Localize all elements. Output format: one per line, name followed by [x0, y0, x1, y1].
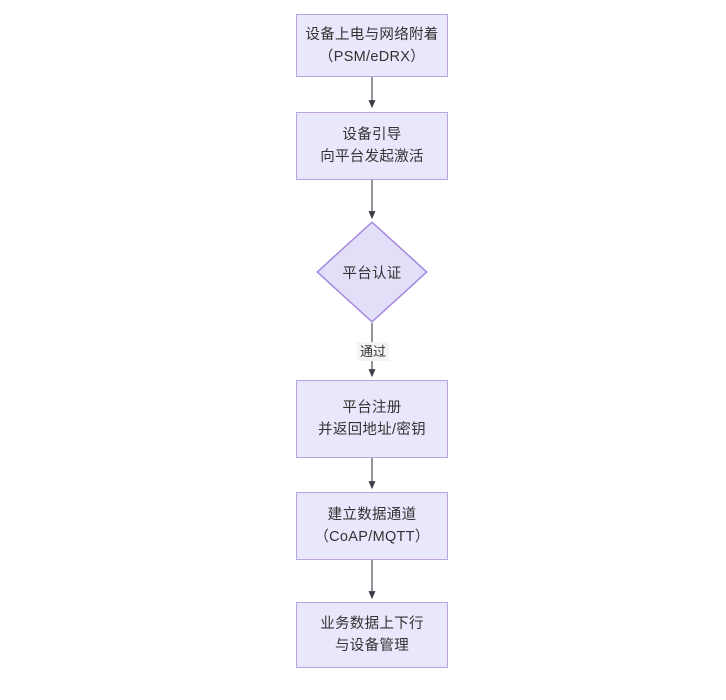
node-line: 建立数据通道: [327, 507, 417, 523]
node-line: 平台注册: [342, 400, 402, 416]
node-line: 与设备管理: [335, 638, 409, 654]
node-line: （PSM/eDRX）: [318, 48, 426, 65]
node-line: 设备引导: [342, 127, 402, 143]
diamond-shape: [316, 221, 428, 323]
node-line: 平台认证: [342, 265, 402, 282]
node-establish-data-channel[interactable]: 建立数据通道 （CoAP/MQTT）: [296, 492, 448, 560]
node-platform-authentication[interactable]: 平台认证: [316, 221, 428, 323]
node-line: 业务数据上下行: [320, 616, 424, 632]
node-line: 向平台发起激活: [320, 149, 424, 165]
node-platform-registration[interactable]: 平台注册 并返回地址/密钥: [296, 380, 448, 458]
edge-label-pass: 通过: [357, 342, 390, 361]
node-line: 并返回地址/密钥: [318, 422, 426, 438]
node-device-bootstrap[interactable]: 设备引导 向平台发起激活: [296, 112, 448, 180]
node-line: 设备上电与网络附着: [305, 26, 439, 43]
node-business-data-and-device-management[interactable]: 业务数据上下行 与设备管理: [296, 602, 448, 668]
node-line: （CoAP/MQTT）: [314, 529, 430, 545]
node-device-power-on[interactable]: 设备上电与网络附着 （PSM/eDRX）: [296, 14, 448, 77]
